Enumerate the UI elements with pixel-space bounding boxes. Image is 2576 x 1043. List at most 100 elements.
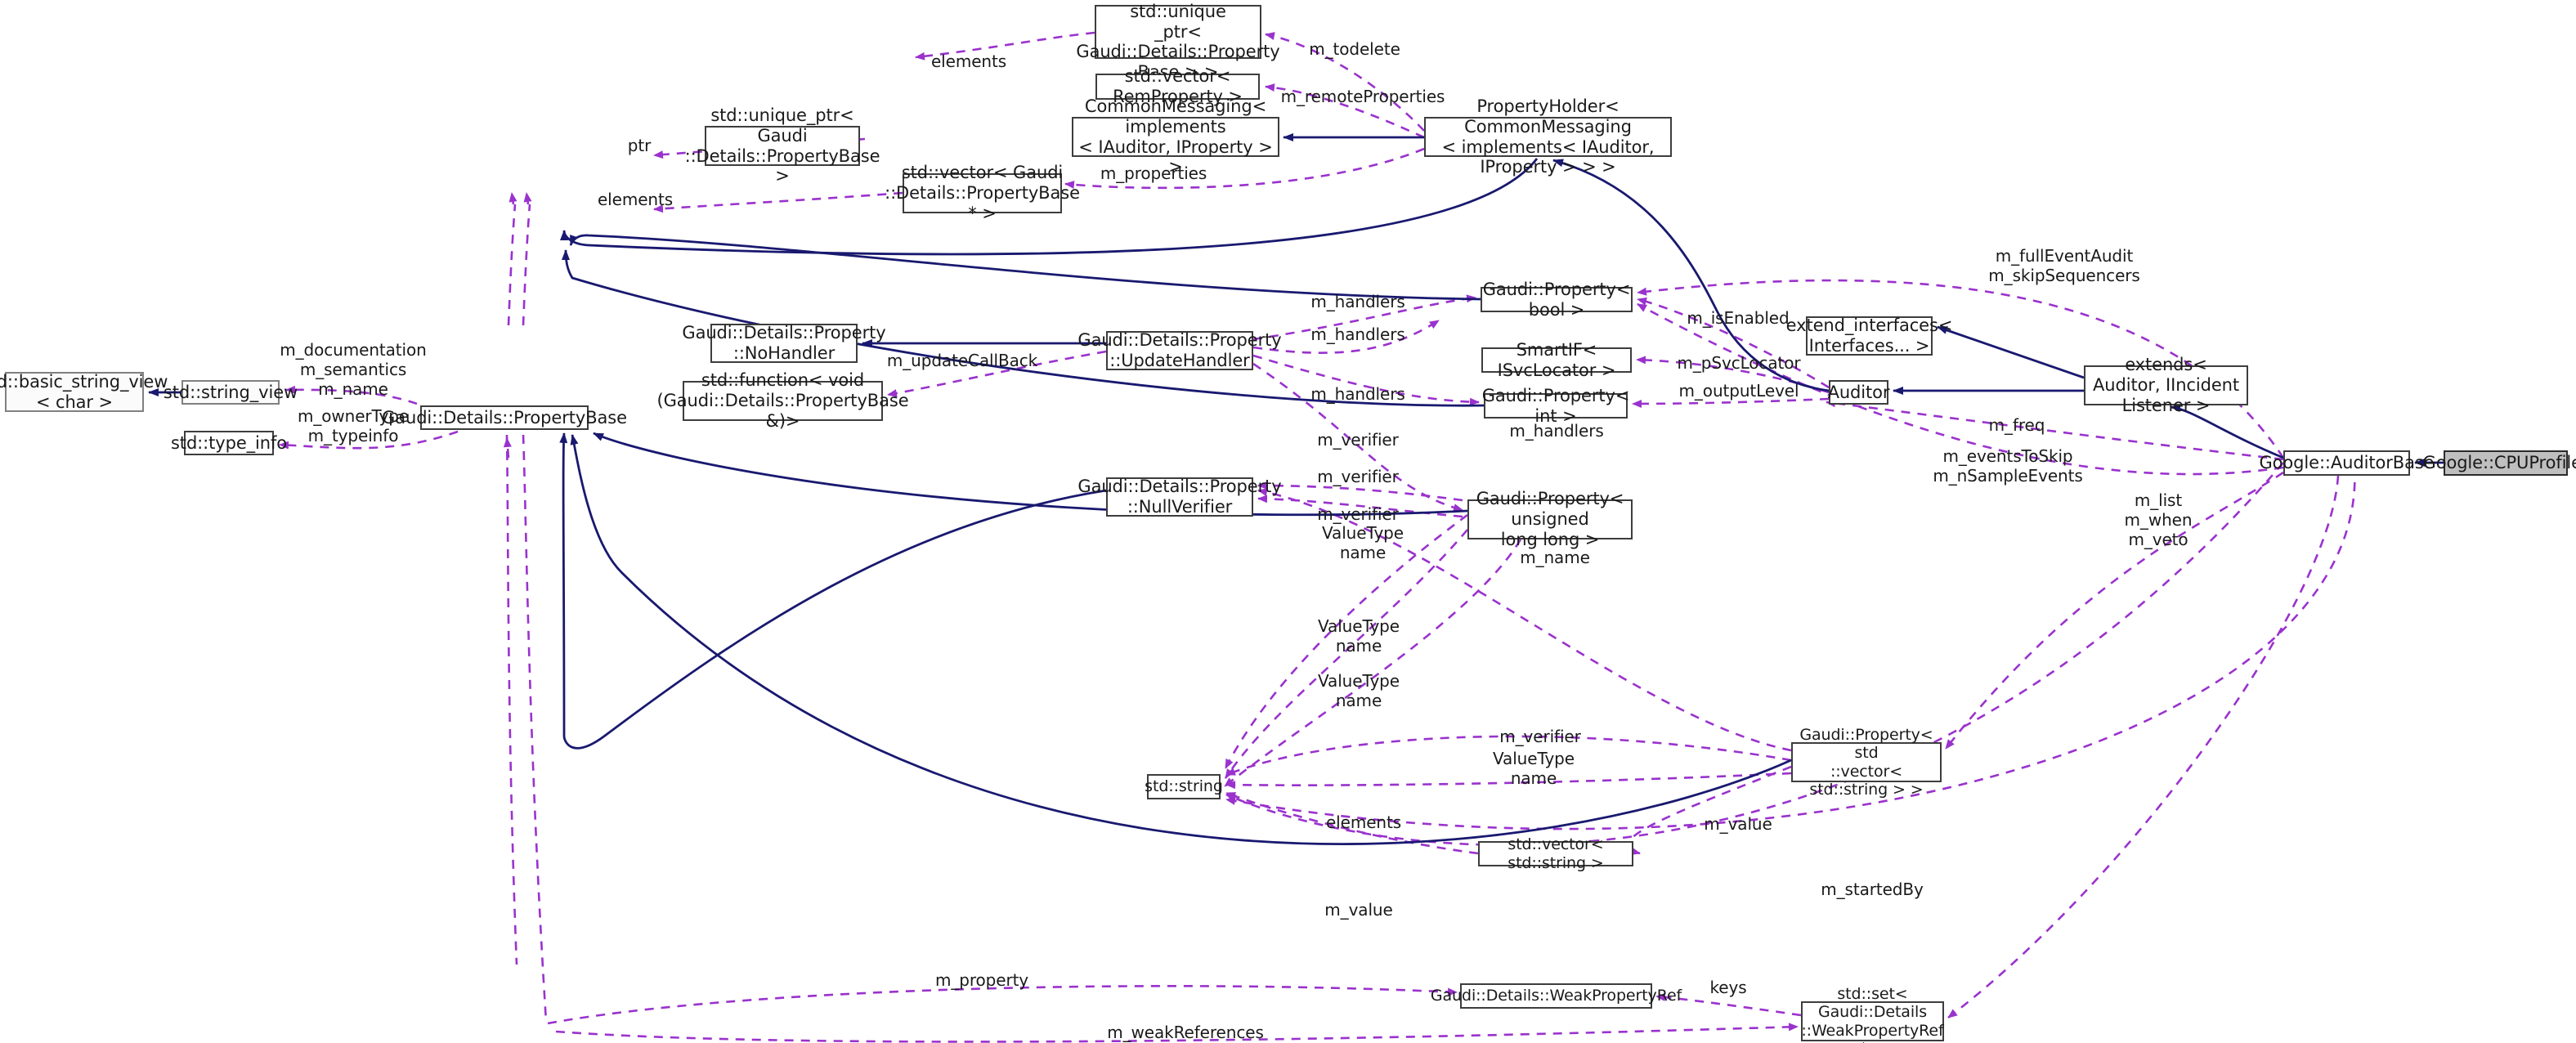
node-extends-auditor-iincidentlistener[interactable]: extends< Auditor, IIncident Listener > [2084,355,2248,415]
node-string-view[interactable]: std::string_view [164,380,298,405]
edge-inherit-prop-vecstring-base [570,434,1792,845]
edge-valuetype-3 [1225,772,1792,790]
edge-keys [1655,992,1802,1017]
edge-elements-string [1225,791,1479,855]
edge-valuetype-1 [1224,513,1468,769]
node-basic-string-view[interactable]: std::basic_string_view < char > [0,371,168,412]
edge-label-m-isenabled: m_isEnabled [1687,308,1790,328]
node-vector-remproperty[interactable]: std::vector< RemProperty > [1095,66,1260,106]
edge-label-elements-top: elements [930,51,1007,71]
edge-stem-1b [508,192,517,205]
node-property-updatehandler[interactable]: Gaudi::Details::Property ::UpdateHandler [1077,330,1282,370]
edge-label-m-verifier-4: m_verifier [1499,727,1581,746]
edge-label-valuetype-3: ValueType name [1318,671,1400,710]
node-property-nullverifier[interactable]: Gaudi::Details::Property ::NullVerifier [1077,477,1282,517]
edge-inherit-prop-bool-base [569,234,1481,301]
edge-label-m-ownertype: m_ownerType m_typeinfo [297,406,410,445]
edge-label-m-list-when-veto: m_list m_when m_veto [2124,490,2193,549]
node-function-void-propertybase[interactable]: std::function< void (Gaudi::Details::Pro… [656,370,909,431]
edge-inherit-prop-ull-base [593,432,1468,517]
edge-label-m-handlers-3: m_handlers [1310,384,1405,404]
edge-label-valuetype-2: ValueType name [1318,616,1400,656]
node-type-info[interactable]: std::type_info [171,431,287,455]
node-set-weakpropertyref[interactable]: std::set< Gaudi::Details ::WeakPropertyR… [1801,985,1944,1043]
edge-label-m-weakreferences: m_weakReferences [1107,1023,1264,1042]
edge-m_property [547,985,1458,1025]
edge-stem-2b [523,192,532,205]
edge-stem-3b [503,437,512,459]
edge-label-m-outputlevel: m_outputLevel [1678,381,1799,401]
node-std-string[interactable]: std::string [1145,774,1223,799]
edge-m_handlers-2 [1252,319,1440,354]
edge-m_documentation [285,385,418,405]
edge-inherit-auditor-propholder [1552,159,1830,392]
edge-inherit-propertyholder-propertybase [560,158,1539,256]
node-property-unsigned-long-long[interactable]: Gaudi::Property< unsigned long long > [1467,489,1633,549]
inheritance-edges [148,133,2444,845]
edge-label-m-handlers-1: m_handlers [1310,292,1405,311]
edge-elements-top [915,31,1095,60]
edge-label-m-property: m_property [934,970,1029,990]
node-unique-ptr-propertybase[interactable]: std::unique_ptr< Gaudi ::Details::Proper… [684,105,880,186]
node-vector-unique-ptr-propertybase[interactable]: std::vector< std::unique _ptr< Gaudi::De… [1076,0,1280,83]
edge-m_startedBy-2 [1947,475,2340,1019]
edge-m_outputLevel [1632,397,1830,408]
edge-label-elements-string: elements [1325,812,1402,832]
node-auditor[interactable]: Auditor [1828,380,1890,405]
node-property-nohandler[interactable]: Gaudi::Details::Property ::NoHandler [682,323,886,363]
edge-label-m-psvclocator: m_pSvcLocator [1677,353,1801,373]
node-property-int[interactable]: Gaudi::Property< int > [1481,385,1630,426]
edge-m_isEnabled [1637,297,1830,389]
edge-label-m-name-ull: m_name [1520,548,1590,567]
edge-inherit-auditorbase-extends [2170,403,2284,459]
node-smartif-isvclocator[interactable]: SmartIF< ISvcLocator > [1481,340,1632,380]
node-vector-string[interactable]: std::vector< std::string > [1478,835,1633,872]
node-google-auditorbase[interactable]: Google::AuditorBase [2260,450,2435,476]
edge-label-m-remoteproperties: m_remoteProperties [1280,87,1445,106]
edge-label-m-value-string: m_value [1324,900,1393,920]
edge-stem-3 [505,434,518,965]
edge-m_freq [1826,399,2284,461]
edge-m_properties [1064,147,1425,190]
edge-m_fullEventAudit [1637,279,2285,459]
node-extend-interfaces[interactable]: extend_interfaces< Interfaces... > [1785,316,1953,356]
edge-m_remoteProperties [1265,83,1425,139]
edge-label-m-properties: m_properties [1100,163,1207,183]
edge-stem-1 [507,204,517,326]
node-weakpropertyref[interactable]: Gaudi::Details::WeakPropertyRef [1431,983,1682,1009]
edge-stem-2 [522,204,531,326]
edge-label-keys: keys [1709,978,1747,997]
edge-valuetype-2 [1225,735,1792,777]
edge-label-m-freq: m_freq [1988,415,2045,435]
edge-label-m-documentation: m_documentation m_semantics m_name [280,340,427,399]
edge-label-m-eventstoskip: m_eventsToSkip m_nSampleEvents [1933,446,2083,486]
edge-elements-left [653,191,903,213]
edge-m_handlers-4 [1252,362,1463,512]
node-google-cpuprofiler[interactable]: Google::CPUProfiler [2423,450,2576,476]
edge-label-m-startedby: m_startedBy [1821,880,1924,899]
edge-m_ownerType [279,430,459,450]
node-commonmessaging[interactable]: CommonMessaging< implements < IAuditor, … [1072,96,1279,177]
edge-m_weakReferences [555,1023,1799,1043]
edge-valuetype-4 [1224,529,1468,779]
edge-m_todelete [1265,32,1425,132]
node-propertybase[interactable]: Gaudi::Details::PropertyBase [382,405,627,430]
node-property-bool[interactable]: Gaudi::Property< bool > [1481,280,1633,320]
node-property-vector-string[interactable]: Gaudi::Property< std ::vector< std::stri… [1791,726,1942,799]
edge-inherit-extends-interfaces [1937,325,2085,379]
node-propertyholder[interactable]: PropertyHolder< CommonMessaging < implem… [1424,96,1672,177]
edge-m_verifier-2 [1257,495,1463,518]
edge-m_handlers-3 [1252,354,1480,406]
edge-label-m-handlers-2: m_handlers [1310,325,1405,344]
edge-inherit-prop-int-base [562,249,1487,407]
node-vector-propertybase-ptr[interactable]: std::vector< Gaudi ::Details::PropertyBa… [885,163,1080,223]
edge-m_name [1224,539,1522,788]
edge-label-m-updatecallback: m_updateCallBack [886,351,1038,370]
edge-stem-4 [522,434,548,1023]
edge-label-m-verifier-2: m_verifier [1317,467,1399,486]
edge-label-valuetype-1: ValueType name [1322,523,1404,562]
edge-inherit-nullverifier-base [559,432,1107,750]
edge-label-valuetype-4: ValueType name [1493,749,1575,788]
edge-label-elements-left: elements [597,190,674,209]
edge-m_eventsToSkip [1637,302,2284,476]
